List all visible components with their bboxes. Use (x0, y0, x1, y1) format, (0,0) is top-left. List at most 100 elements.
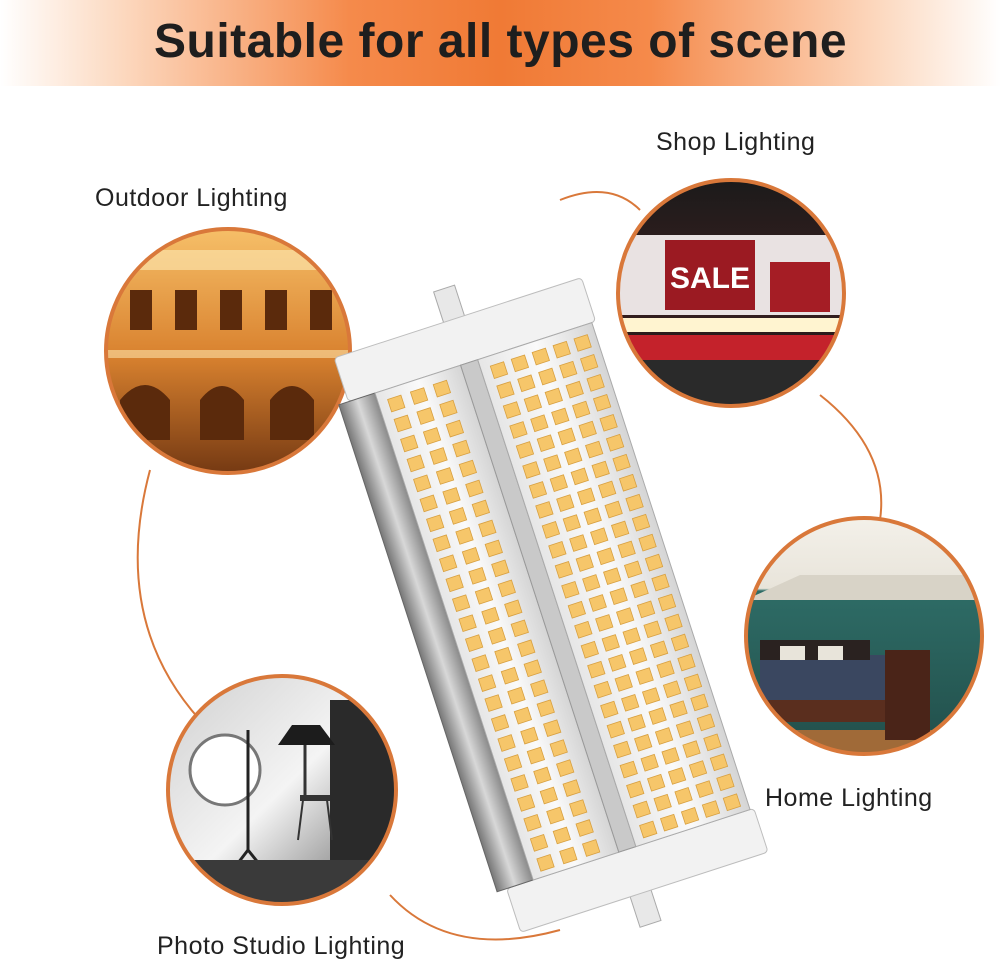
led-chip (510, 774, 529, 792)
led-chip (577, 487, 596, 506)
led-chip (543, 719, 562, 738)
led-chip (494, 646, 513, 665)
led-chip (549, 474, 569, 492)
led-chip (581, 839, 601, 857)
led-chip (627, 713, 646, 732)
led-chip (556, 759, 575, 777)
led-chip (455, 527, 474, 545)
led-chip (634, 733, 653, 752)
led-chip (669, 700, 688, 719)
led-chip (582, 574, 601, 592)
led-chip (579, 354, 599, 372)
led-chip (439, 554, 458, 573)
led-chip (517, 374, 536, 393)
led-chip (474, 586, 494, 605)
led-chip (468, 566, 487, 585)
led-chip (561, 580, 580, 599)
led-chip (484, 694, 503, 712)
home-lighting-label: Home Lighting (765, 784, 933, 812)
outdoor-scene-image (106, 229, 350, 473)
led-chip (451, 594, 471, 613)
led-chip (656, 660, 675, 679)
led-chip (722, 793, 742, 812)
led-chip (522, 461, 541, 479)
led-chip (605, 433, 625, 452)
led-chip (406, 454, 425, 473)
led-chip (531, 347, 550, 366)
led-chip (471, 654, 490, 672)
led-chip (701, 800, 721, 818)
led-chip (617, 540, 636, 559)
banner-title: Suitable for all types of scene (153, 15, 848, 68)
led-chip (515, 441, 535, 459)
led-chip (586, 374, 605, 392)
led-chip (471, 499, 491, 518)
led-chip (528, 481, 548, 499)
led-chip (639, 820, 658, 839)
led-chip (523, 659, 542, 678)
led-chip (520, 726, 539, 745)
led-chip (529, 834, 549, 852)
led-chip (442, 487, 461, 505)
led-chip (567, 600, 587, 619)
led-chip (638, 533, 657, 552)
led-chip (578, 420, 597, 439)
led-chip (564, 447, 583, 466)
led-chip (546, 806, 565, 825)
led-chip (487, 626, 507, 645)
led-chip (409, 387, 429, 405)
led-chip (458, 459, 478, 478)
led-chip (616, 607, 635, 625)
led-chip (628, 647, 648, 665)
led-chip (583, 507, 602, 526)
led-chip (426, 514, 445, 533)
led-chip (667, 767, 687, 785)
led-chip (538, 367, 557, 386)
led-chip (484, 539, 503, 558)
led-chip (416, 407, 435, 425)
led-chip (559, 846, 578, 865)
led-lamp-image (334, 278, 768, 932)
led-chip (662, 680, 682, 699)
led-chip (445, 574, 464, 593)
led-chip (536, 434, 556, 453)
led-chip (544, 387, 563, 406)
led-chip (491, 559, 510, 578)
led-chip (509, 421, 528, 439)
led-chip (612, 453, 631, 472)
led-chip (517, 639, 536, 658)
led-chip (625, 493, 644, 512)
led-chip (621, 693, 640, 712)
led-chip (497, 579, 516, 598)
led-chip (632, 800, 651, 819)
led-chip (595, 614, 614, 632)
led-chip (565, 380, 584, 399)
led-chip (507, 686, 526, 705)
led-chip (461, 546, 481, 565)
led-chip (635, 667, 654, 685)
led-chip (585, 440, 604, 459)
led-chip (593, 680, 612, 699)
led-chip (682, 740, 701, 759)
led-chip (640, 753, 659, 772)
led-chip (587, 660, 606, 679)
led-chip (445, 419, 465, 438)
led-chip (683, 673, 703, 692)
led-chip (613, 740, 632, 759)
led-chip (696, 713, 716, 732)
led-chip (606, 720, 625, 739)
led-chip (452, 439, 471, 458)
led-chip (647, 773, 666, 792)
led-chip (603, 567, 622, 586)
led-chip (596, 547, 615, 566)
led-chip (419, 494, 438, 513)
led-chip (674, 787, 693, 805)
led-chip (526, 746, 546, 765)
led-chip (597, 480, 617, 499)
led-chip (695, 780, 714, 798)
led-chip (435, 467, 455, 485)
led-chip (600, 700, 619, 719)
led-chip (559, 360, 578, 379)
title-banner: Suitable for all types of scene (0, 0, 1001, 86)
